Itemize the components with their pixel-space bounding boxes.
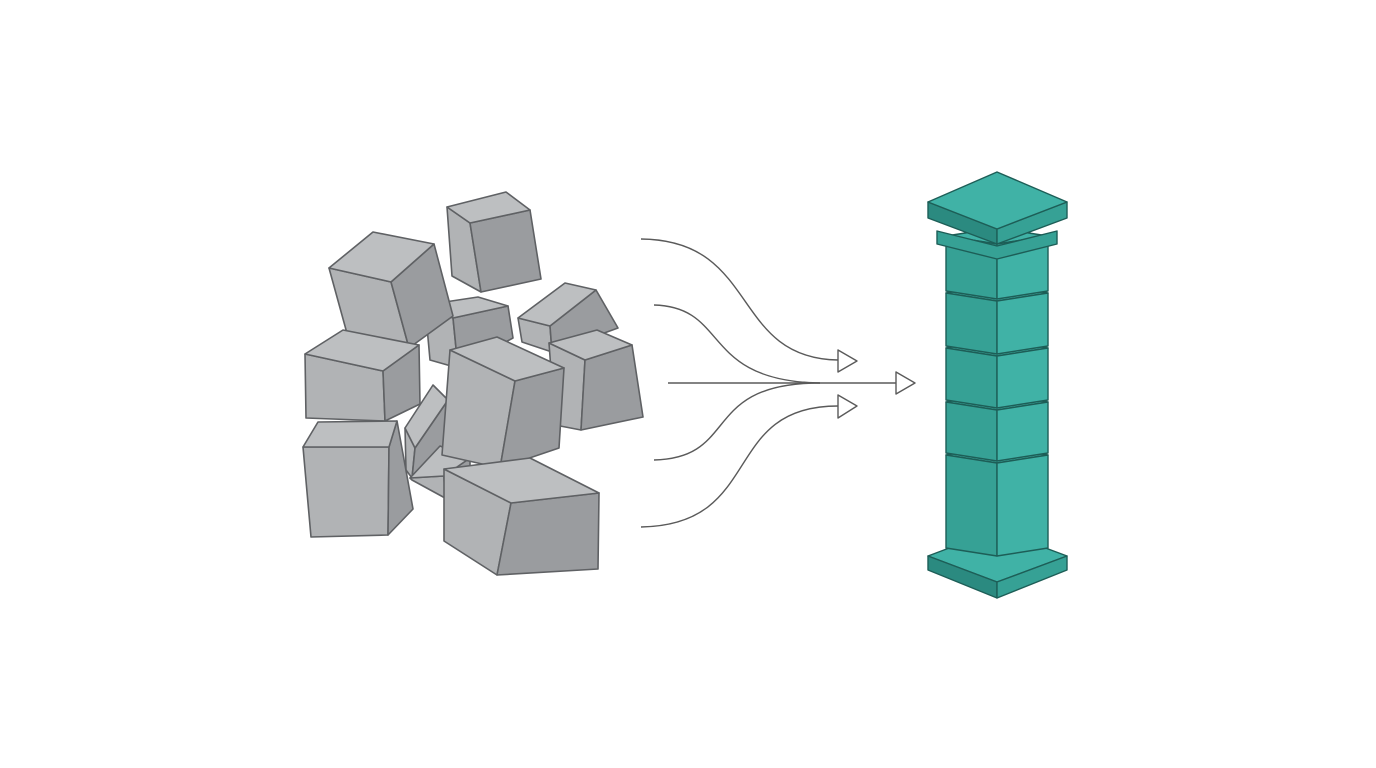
pillar-segment-left-3 (945, 347, 998, 409)
curved-arrow-4 (653, 382, 821, 461)
cube-face (517, 282, 597, 327)
curved-arrow-1 (640, 238, 858, 373)
cube-face (302, 446, 390, 538)
cube-face (449, 336, 565, 382)
grey-cube-block-4 (328, 231, 454, 349)
cube-face (304, 329, 420, 372)
pillar-segment-left-4 (945, 292, 998, 355)
arrow-line (653, 382, 821, 461)
arrow-head-icon (837, 349, 858, 373)
grey-cube-block-11 (443, 457, 600, 576)
grey-cube-block-10 (302, 420, 414, 538)
arrow-line (653, 304, 821, 384)
grey-cube-block-3 (446, 191, 542, 293)
cube-face (446, 191, 531, 224)
pillar-neck-ring (936, 230, 1058, 260)
cube-face (443, 457, 600, 504)
curved-arrow-3 (668, 371, 916, 395)
arrow-line (640, 238, 839, 361)
pillar-segment-right-4 (996, 292, 1049, 355)
cube-face (496, 492, 600, 576)
cube-face (302, 420, 398, 448)
arrow-line (640, 405, 839, 528)
pillar-segment-right-1 (996, 454, 1049, 557)
arrow-head-icon (837, 394, 858, 419)
pillar-base-right (996, 555, 1068, 599)
cube-face (469, 209, 542, 293)
arrow-head-icon (895, 371, 916, 395)
curved-arrow-2 (653, 304, 821, 384)
grey-cube-block-9 (441, 336, 565, 469)
converging-arrows-group (640, 238, 916, 528)
cube-face (328, 231, 435, 283)
pillar-segment-right-3 (996, 347, 1049, 409)
pillar-capital-top (927, 171, 1068, 230)
pillar-segment-right-2 (996, 401, 1049, 462)
teal-pillar-group (927, 171, 1068, 599)
scattered-blocks-group (302, 191, 644, 576)
curved-arrow-5 (640, 394, 858, 528)
cube-face (548, 329, 633, 361)
grey-cube-block-5 (304, 329, 421, 422)
cube-face (409, 475, 446, 499)
pillar-segment-left-2 (945, 401, 998, 462)
pillar-segment-left-1 (945, 454, 998, 557)
grey-cube-block-2 (517, 282, 619, 353)
